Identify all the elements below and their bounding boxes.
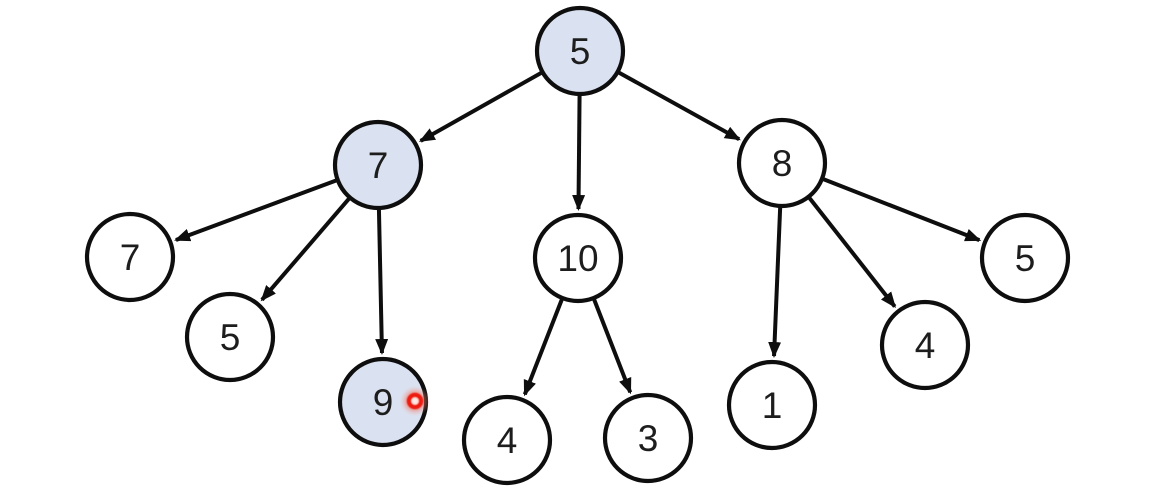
tree-edge-root-5-n7	[418, 70, 543, 143]
tree-edge-root-5-n10	[572, 94, 586, 212]
node-label: 7	[120, 237, 141, 278]
node-circle	[879, 299, 971, 391]
tree-edge-n8-n1	[768, 206, 783, 359]
node-circle	[534, 5, 626, 97]
tree-node-n7: 7	[332, 119, 424, 211]
tree-node-n1: 1	[726, 359, 818, 451]
node-label: 4	[915, 325, 936, 366]
node-label: 10	[557, 238, 598, 279]
tree-node-n4-mid: 4	[461, 394, 553, 486]
tree-node-n7-left: 7	[84, 211, 176, 303]
node-label: 5	[220, 317, 241, 358]
node-label: 1	[762, 385, 783, 426]
tree-node-root-5: 5	[534, 5, 626, 97]
tree-edge-root-5-n8	[617, 70, 741, 141]
tree-node-n10: 10	[532, 212, 624, 304]
node-circle	[532, 212, 624, 304]
node-circle	[602, 392, 694, 484]
tree-node-n3: 3	[602, 392, 694, 484]
laser-pointer-dot	[400, 386, 430, 416]
tree-node-n5-left: 5	[184, 291, 276, 383]
tree-edge-n7-n9	[375, 208, 389, 356]
node-label: 7	[368, 145, 389, 186]
node-label: 5	[1015, 238, 1036, 279]
tree-edge-n7-n5-left	[260, 197, 351, 302]
tree-node-n4-right: 4	[879, 299, 971, 391]
node-circle	[184, 291, 276, 383]
node-circle	[332, 119, 424, 211]
node-circle	[736, 117, 828, 209]
node-label: 8	[772, 143, 793, 184]
tree-node-n8: 8	[736, 117, 828, 209]
tree-nodes: 5 7 10 8 7 5 9 4 3 1 4 5	[84, 5, 1071, 486]
node-label: 4	[497, 420, 518, 461]
node-circle	[461, 394, 553, 486]
node-circle	[84, 211, 176, 303]
tree-edge-n8-n5-right	[822, 177, 982, 243]
node-label: 3	[638, 418, 659, 459]
node-label: 9	[373, 382, 394, 423]
tree-edges	[174, 70, 982, 397]
tree-node-n9: 9	[337, 356, 429, 448]
tree-node-n5-right: 5	[979, 212, 1071, 304]
node-label: 5	[570, 31, 591, 72]
tree-edge-n8-n4-right	[807, 196, 897, 309]
node-circle	[726, 359, 818, 451]
tree-edge-n10-n3	[592, 298, 633, 395]
tree-edge-n7-n7-left	[174, 178, 338, 242]
node-circle	[979, 212, 1071, 304]
tree-edge-n10-n4-mid	[522, 298, 564, 397]
